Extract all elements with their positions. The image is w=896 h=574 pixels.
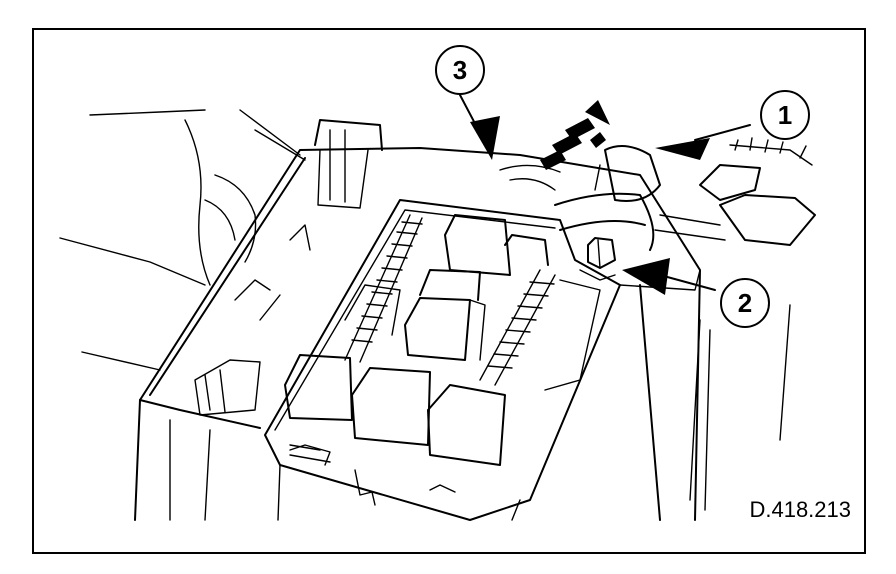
callout-1: 1 — [760, 90, 810, 140]
side-connectors — [194, 119, 383, 416]
front-latches — [289, 444, 456, 506]
callout-2-arrowhead — [622, 258, 670, 295]
pointer-arrows — [459, 94, 751, 295]
background-bodywork — [59, 109, 791, 511]
terminal-stud — [579, 237, 616, 281]
cable-harness — [499, 137, 816, 251]
fuse-row-right — [479, 269, 601, 391]
fuse-row-left — [344, 214, 423, 363]
callout-3-label: 3 — [453, 55, 467, 85]
fuse-box-housing — [134, 147, 701, 521]
figure-frame — [32, 28, 866, 554]
callout-2-label: 2 — [738, 288, 752, 318]
callout-2: 2 — [720, 278, 770, 328]
callout-1-label: 1 — [778, 100, 792, 130]
removal-motion-marks — [540, 100, 610, 170]
relay-blocks — [284, 214, 549, 466]
callout-3: 3 — [435, 45, 485, 95]
fuse-tray — [264, 199, 621, 521]
callout-3-arrowhead — [470, 116, 500, 160]
callout-1-arrowhead — [655, 138, 710, 160]
figure-reference-code: D.418.213 — [749, 497, 851, 522]
